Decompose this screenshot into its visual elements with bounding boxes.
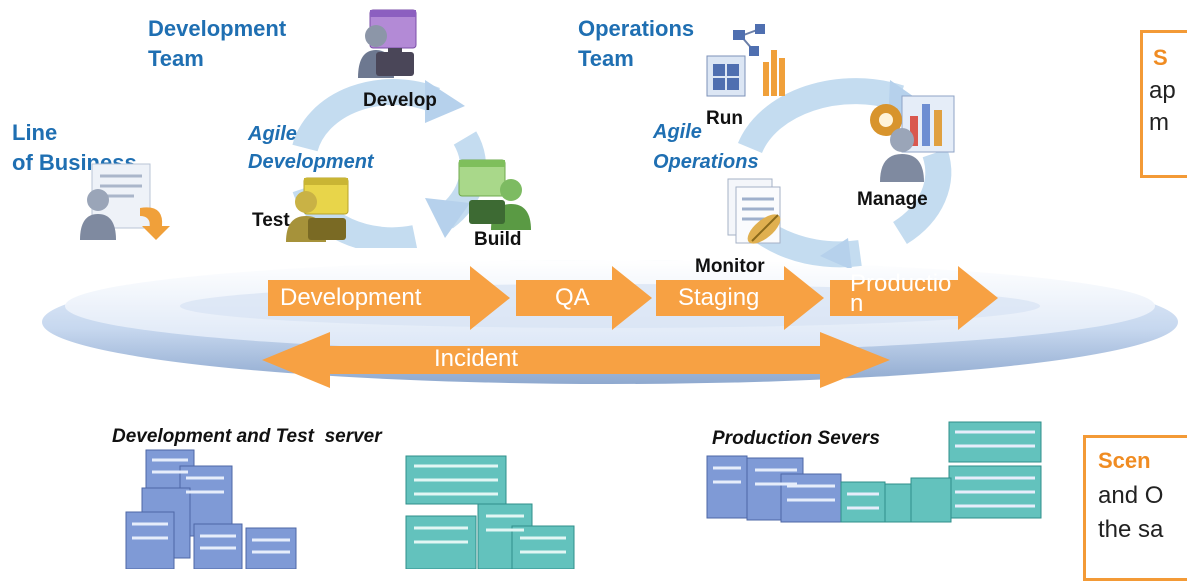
stage-staging-label: Staging (678, 284, 760, 311)
production-stage-arrow (830, 266, 998, 330)
pipeline-arrows (262, 266, 998, 388)
incident-arrow (262, 332, 890, 388)
development-stage-arrow (268, 266, 510, 330)
test-label: Test (252, 210, 290, 231)
manage-label: Manage (857, 189, 928, 210)
agile-operations-label-line2: Operations (653, 151, 759, 173)
line-of-business-label: Line of Business (12, 120, 137, 175)
test-server-group (405, 455, 575, 569)
stage-development-label: Development (280, 284, 422, 311)
developer-person-icon (358, 9, 417, 78)
develop-label: Develop (363, 90, 437, 111)
bottom-callout-line3: the sa (1098, 516, 1164, 543)
agile-development-label: Agile Development (248, 123, 374, 173)
top-callout-title: S (1153, 45, 1168, 70)
stage-production-label: Productio n (850, 270, 952, 317)
qa-stage-arrow (516, 266, 652, 330)
bottom-callout-box: Scen and O the sa (1083, 435, 1187, 581)
business-user-icon (80, 163, 170, 240)
build-label: Build (474, 229, 522, 250)
stage-qa-label: QA (555, 284, 590, 311)
run-network-icon (706, 24, 785, 97)
dev-test-server-group (125, 449, 297, 569)
dev-test-server-label: Development and Test server (112, 426, 382, 447)
bottom-callout-line2: and O (1098, 482, 1164, 509)
development-team-label: Development Team (148, 16, 287, 71)
manage-admin-icon (870, 95, 955, 182)
production-servers-label: Production Severs (712, 428, 880, 449)
top-callout-line3: m (1149, 109, 1169, 136)
top-callout-box: S ap m (1140, 30, 1187, 178)
incident-label: Incident (434, 345, 519, 372)
bottom-callout-title: Scen (1098, 448, 1151, 473)
staging-stage-arrow (656, 266, 824, 330)
tester-person-icon (286, 177, 349, 242)
monitor-label: Monitor (695, 256, 765, 277)
top-callout-line2: ap (1149, 77, 1176, 104)
production-server-group (706, 421, 1042, 523)
run-label: Run (706, 108, 743, 129)
builder-person-icon (458, 159, 531, 230)
agile-operations-label-line1: Agile (653, 121, 702, 143)
monitor-report-icon (727, 178, 781, 244)
operations-team-label: Operations Team (578, 16, 695, 71)
